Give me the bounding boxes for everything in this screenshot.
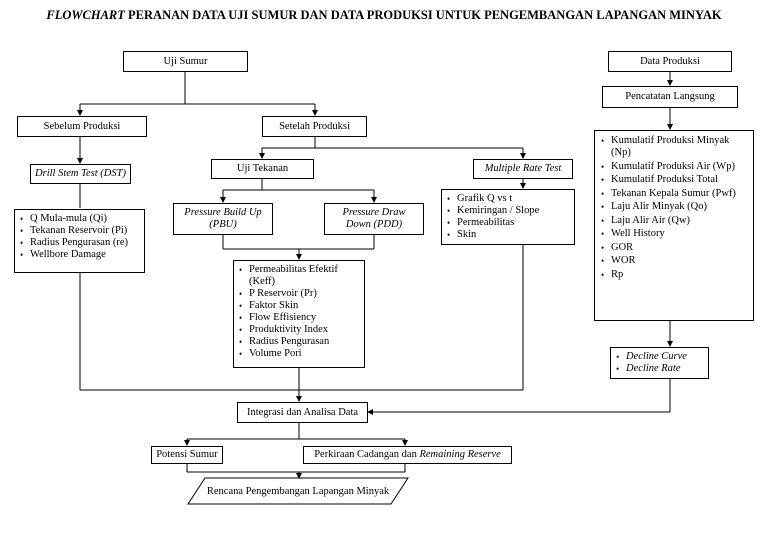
list-item: Q Mula-mula (Qi) (19, 213, 140, 225)
node-perkiraan-italic: Remaining Reserve (419, 449, 501, 460)
dst-params-list: Q Mula-mula (Qi) Tekanan Reservoir (Pi) … (19, 213, 140, 261)
node-pdd: Pressure Draw Down (PDD) (324, 203, 424, 235)
node-data-produksi: Data Produksi (608, 51, 732, 72)
list-item: Radius Pengurasan (238, 336, 360, 348)
node-dst: Drill Stem Test (DST) (30, 164, 131, 184)
list-item: Decline Curve (615, 351, 704, 363)
node-uji-tekanan: Uji Tekanan (211, 159, 314, 179)
node-uji-sumur: Uji Sumur (123, 51, 248, 72)
list-item: P Reservoir (Pr) (238, 288, 360, 300)
node-dst-params: Q Mula-mula (Qi) Tekanan Reservoir (Pi) … (14, 209, 145, 273)
title-italic: FLOWCHART (46, 8, 125, 22)
node-mrt-label: Multiple Rate Test (484, 163, 562, 174)
list-item: Kumulatif Produksi Total (600, 174, 748, 186)
node-setelah-produksi-label: Setelah Produksi (279, 120, 350, 132)
list-item: Permeabilitas Efektif (Keff) (238, 264, 360, 288)
node-uji-tekanan-label: Uji Tekanan (236, 163, 289, 174)
node-integrasi: Integrasi dan Analisa Data (237, 402, 368, 423)
list-item: GOR (600, 242, 748, 254)
node-pressure-params: Permeabilitas Efektif (Keff) P Reservoir… (233, 260, 365, 368)
list-item: Produktivity Index (238, 324, 360, 336)
title-rest: PERANAN DATA UJI SUMUR DAN DATA PRODUKSI… (124, 8, 722, 22)
list-item: Well History (600, 228, 748, 240)
node-potensi-label: Potensi Sumur (156, 449, 218, 460)
node-rencana-label: Rencana Pengembangan Lapangan Minyak (206, 485, 390, 497)
node-sebelum-produksi: Sebelum Produksi (17, 116, 147, 137)
node-mrt-params: Grafik Q vs t Kemiringan / Slope Permeab… (441, 189, 575, 245)
list-item: Kumulatif Produksi Minyak (Np) (600, 135, 748, 159)
node-pencatatan: Pencatatan Langsung (602, 86, 738, 108)
list-item: Laju Alir Minyak (Qo) (600, 201, 748, 213)
node-sebelum-produksi-label: Sebelum Produksi (43, 120, 121, 132)
decline-list: Decline Curve Decline Rate (615, 351, 704, 375)
list-item: Volume Pori (238, 348, 360, 360)
node-produksi-params: Kumulatif Produksi Minyak (Np) Kumulatif… (594, 130, 754, 321)
node-decline: Decline Curve Decline Rate (610, 347, 709, 379)
list-item: Kumulatif Produksi Air (Wp) (600, 161, 748, 173)
list-item: Radius Pengurasan (re) (19, 237, 140, 249)
list-item: Tekanan Reservoir (Pi) (19, 225, 140, 237)
node-perkiraan-prefix: Perkiraan Cadangan dan (314, 449, 420, 460)
list-item: WOR (600, 255, 748, 267)
list-item: Wellbore Damage (19, 249, 140, 261)
list-item: Skin (446, 229, 570, 241)
list-item: Laju Alir Air (Qw) (600, 215, 748, 227)
node-setelah-produksi: Setelah Produksi (262, 116, 367, 137)
pressure-params-list: Permeabilitas Efektif (Keff) P Reservoir… (238, 264, 360, 360)
list-item: Faktor Skin (238, 300, 360, 312)
list-item: Kemiringan / Slope (446, 205, 570, 217)
list-item: Tekanan Kepala Sumur (Pwf) (600, 188, 748, 200)
list-item: Rp (600, 269, 748, 281)
produksi-params-list: Kumulatif Produksi Minyak (Np) Kumulatif… (600, 135, 748, 281)
node-rencana: Rencana Pengembangan Lapangan Minyak (190, 478, 406, 504)
node-potensi: Potensi Sumur (151, 446, 223, 464)
node-data-produksi-label: Data Produksi (640, 55, 700, 67)
list-item: Flow Effisiency (238, 312, 360, 324)
node-pdd-label: Pressure Draw Down (PDD) (342, 207, 406, 230)
node-dst-label: Drill Stem Test (DST) (35, 168, 126, 179)
node-pencatatan-label: Pencatatan Langsung (625, 91, 715, 102)
list-item: Permeabilitas (446, 217, 570, 229)
node-integrasi-label: Integrasi dan Analisa Data (246, 406, 359, 418)
rencana-shape (187, 477, 409, 505)
node-pbu: Pressure Build Up (PBU) (173, 203, 273, 235)
node-uji-sumur-label: Uji Sumur (163, 55, 208, 67)
list-item: Grafik Q vs t (446, 193, 570, 205)
node-perkiraan: Perkiraan Cadangan dan Remaining Reserve (303, 446, 512, 464)
page-title: FLOWCHART PERANAN DATA UJI SUMUR DAN DAT… (0, 8, 768, 23)
node-pbu-label: Pressure Build Up (PBU) (184, 207, 262, 230)
node-mrt: Multiple Rate Test (473, 159, 573, 179)
mrt-params-list: Grafik Q vs t Kemiringan / Slope Permeab… (446, 193, 570, 241)
list-item: Decline Rate (615, 363, 704, 375)
